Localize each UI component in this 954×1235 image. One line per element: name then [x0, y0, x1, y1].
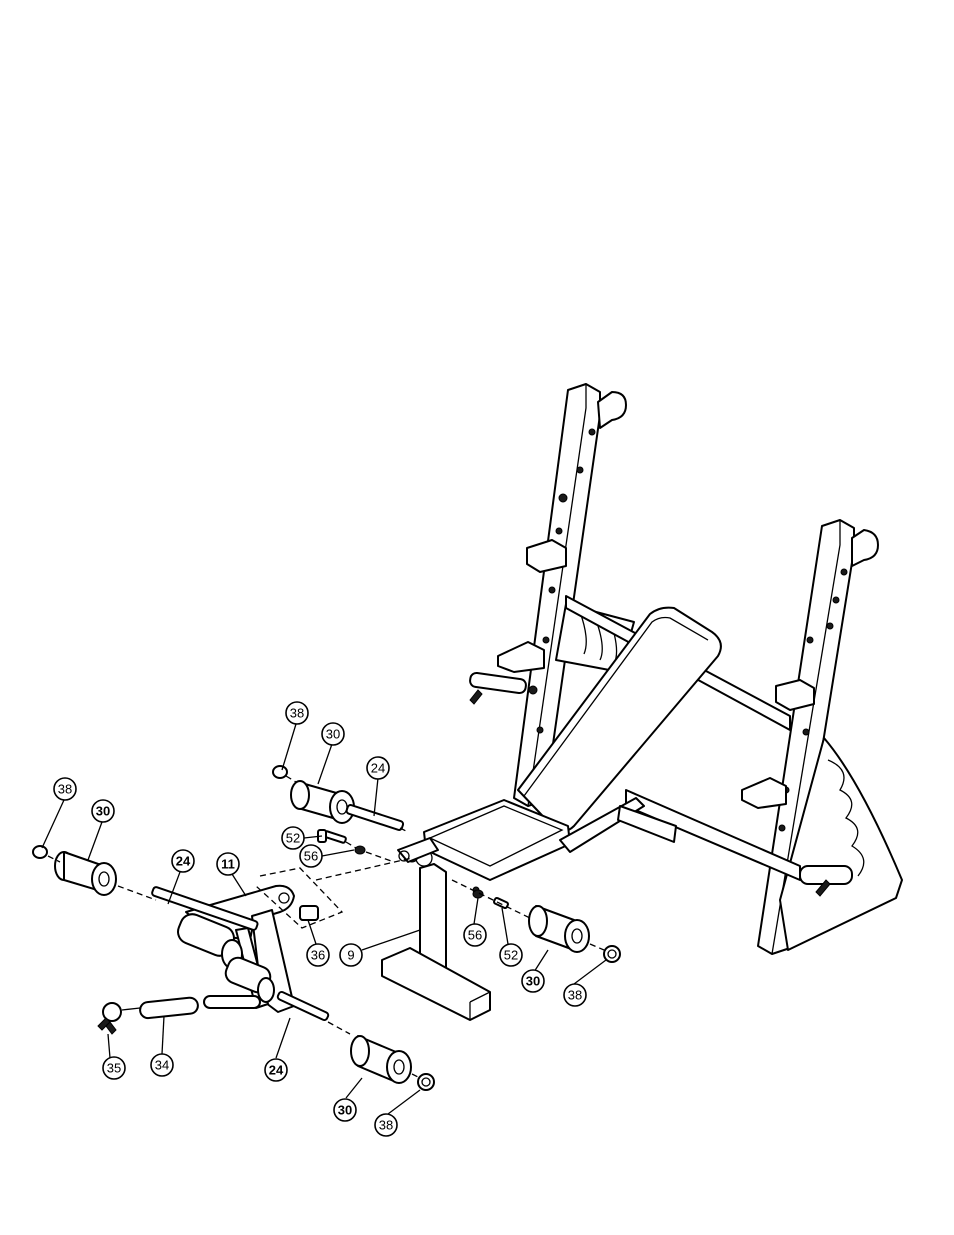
svg-text:38: 38: [290, 706, 304, 721]
pin-handle-assembly: [98, 996, 260, 1034]
callout-38-c: 38: [564, 984, 586, 1006]
callout-36: 36: [307, 944, 329, 966]
callout-56-b: 56: [464, 924, 486, 946]
svg-text:52: 52: [504, 948, 518, 963]
svg-text:9: 9: [347, 948, 354, 963]
callout-52-b: 52: [500, 944, 522, 966]
svg-text:30: 30: [338, 1103, 352, 1118]
callout-24-b: 24: [172, 850, 194, 872]
svg-text:36: 36: [311, 948, 325, 963]
svg-text:11: 11: [221, 857, 235, 872]
callout-30-c: 30: [522, 970, 544, 992]
callout-34: 34: [151, 1054, 173, 1076]
svg-text:30: 30: [96, 804, 110, 819]
cap-38-right: [604, 946, 620, 962]
svg-text:52: 52: [286, 831, 300, 846]
pad-30-right: [529, 906, 589, 952]
callout-38-a: 38: [286, 702, 308, 724]
callout-38-d: 38: [375, 1114, 397, 1136]
callout-56-a: 56: [300, 845, 322, 867]
pad-30-upper: [273, 766, 354, 823]
svg-text:56: 56: [304, 849, 318, 864]
bolt-52-upper: [318, 830, 346, 843]
pad-30-left: [33, 846, 116, 895]
pad-30-lower: [351, 1036, 411, 1083]
callout-30-b: 30: [92, 800, 114, 822]
cap-38-lower: [418, 1074, 434, 1090]
svg-text:24: 24: [176, 854, 191, 869]
washer-56-upper: [355, 846, 365, 854]
callout-35: 35: [103, 1057, 125, 1079]
svg-text:24: 24: [269, 1063, 284, 1078]
callout-11: 11: [217, 853, 239, 875]
callout-24-c: 24: [265, 1059, 287, 1081]
svg-text:30: 30: [326, 727, 340, 742]
callout-52-a: 52: [282, 827, 304, 849]
svg-text:38: 38: [58, 782, 72, 797]
callout-38-b: 38: [54, 778, 76, 800]
svg-text:38: 38: [568, 988, 582, 1003]
svg-text:38: 38: [379, 1118, 393, 1133]
callout-30-d: 30: [334, 1099, 356, 1121]
callout-9: 9: [340, 944, 362, 966]
svg-text:56: 56: [468, 928, 482, 943]
svg-text:24: 24: [371, 761, 385, 776]
callout-30-a: 30: [322, 723, 344, 745]
callout-24-a: 24: [367, 757, 389, 779]
pin-36: [300, 906, 318, 920]
svg-text:35: 35: [107, 1061, 121, 1076]
svg-text:34: 34: [155, 1058, 169, 1073]
svg-text:30: 30: [526, 974, 540, 989]
